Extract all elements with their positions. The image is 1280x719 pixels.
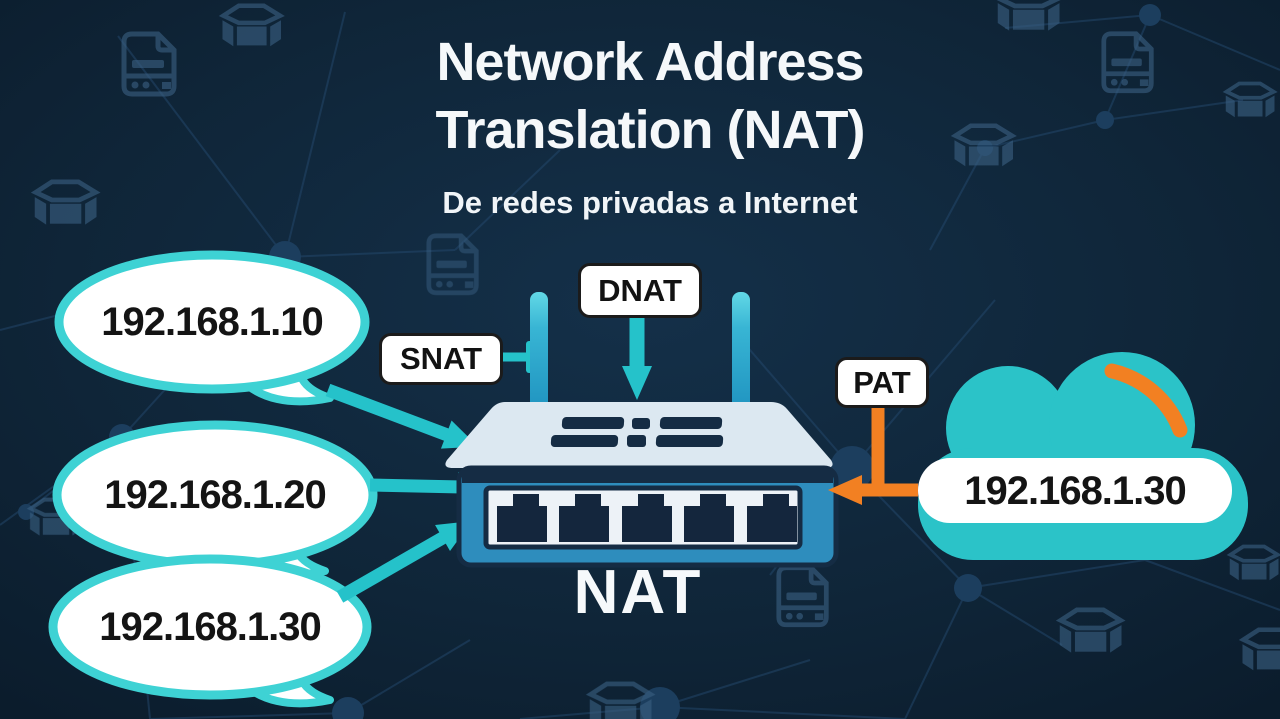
speech-bubble-2 (52, 420, 378, 579)
cloud-ip-pill (918, 458, 1232, 523)
cloud-orange-arc (1104, 363, 1188, 438)
snat-tag: SNAT (379, 333, 503, 385)
router-vents (550, 417, 724, 447)
host-arrows (325, 383, 492, 603)
internet-cloud (918, 352, 1248, 560)
pat-arrow (828, 400, 918, 505)
router-nat-label: NAT (573, 557, 703, 627)
pat-tag: PAT (835, 357, 929, 408)
dnat-tag: DNAT (578, 263, 702, 318)
arrow-host3-to-router (336, 521, 473, 603)
router-antenna-left (530, 292, 548, 412)
router-graphic (445, 292, 839, 568)
speech-bubble-1 (54, 250, 370, 406)
arrow-host1-to-router (325, 383, 479, 449)
cloud-ip-label: 192.168.1.30 (964, 468, 1187, 513)
page-title-line2: Translation (NAT) (435, 100, 865, 160)
host2-ip-label: 192.168.1.20 (104, 472, 327, 517)
router-antenna-right (732, 292, 750, 412)
page-subtitle: De redes privadas a Internet (442, 185, 858, 220)
arrow-host2-to-router (369, 471, 492, 502)
host1-ip-label: 192.168.1.10 (101, 299, 324, 344)
speech-bubble-3 (48, 554, 372, 708)
page-title-line1: Network Address (436, 32, 864, 92)
host3-ip-label: 192.168.1.30 (99, 604, 322, 649)
router-ports (497, 494, 797, 542)
